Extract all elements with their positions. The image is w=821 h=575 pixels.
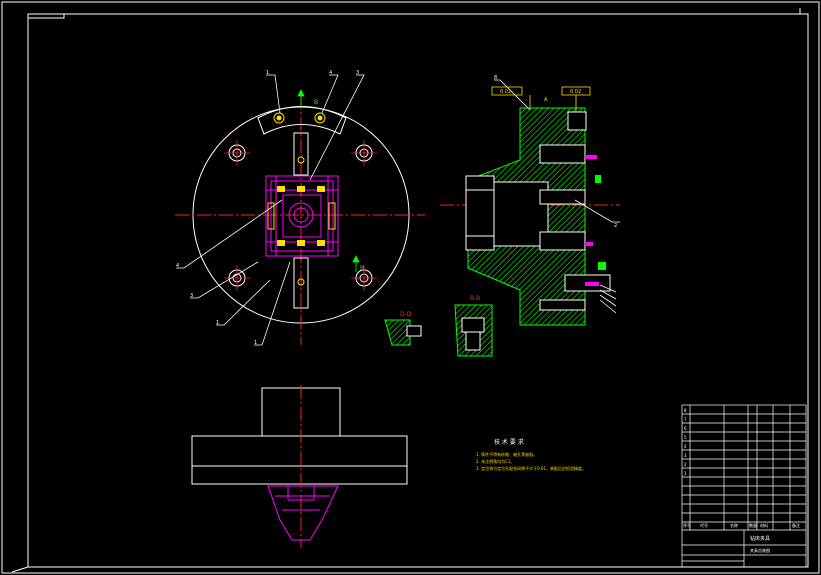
header-seq: 序号 bbox=[683, 522, 691, 528]
section-label: B bbox=[314, 99, 318, 106]
part-row-number: 2 bbox=[684, 462, 687, 467]
part-row-number: 3 bbox=[684, 453, 687, 458]
section-label: B-B bbox=[470, 295, 480, 302]
part-row-number: 5 bbox=[684, 435, 687, 440]
detail-dd: D-D bbox=[384, 311, 422, 346]
header-material: 材料 bbox=[760, 522, 768, 528]
requirement-item: 2. 未注倒角均为C1。 bbox=[476, 458, 514, 464]
leader-label: 4 bbox=[329, 70, 332, 76]
technical-requirements: 技 术 要 求 1. 铸件不得有砂眼、缩孔等缺陷。 2. 未注倒角均为C1。 3… bbox=[476, 438, 586, 471]
header-code: 代号 bbox=[700, 522, 708, 528]
leader-label: 2 bbox=[614, 223, 617, 229]
leader-label: 4 bbox=[176, 263, 179, 269]
leader-label: 1 bbox=[266, 70, 269, 76]
part-row-number: 1 bbox=[684, 471, 687, 476]
drawing-stamp: 夹具总装图 bbox=[750, 547, 770, 553]
front-view bbox=[191, 385, 408, 548]
section-view: 8 2 0.02 0.02 A bbox=[440, 75, 620, 326]
leader-label: 3 bbox=[190, 293, 193, 299]
part-row-number: 4 bbox=[684, 444, 687, 449]
section-label: B bbox=[360, 265, 364, 272]
leader-label: 8 bbox=[494, 75, 497, 81]
leader-label: 3 bbox=[356, 70, 359, 76]
tolerance-value: 0.02 bbox=[500, 89, 511, 95]
header-note: 备注 bbox=[792, 522, 800, 528]
requirement-item: 3. 定位销与定位孔配合间隙不大于0.01，装配后应检验精度。 bbox=[476, 465, 586, 471]
part-row-number: 8 bbox=[684, 408, 687, 413]
part-row-number: 7 bbox=[684, 417, 687, 422]
header-name: 名称 bbox=[730, 522, 738, 528]
tolerance-value: 0.02 bbox=[570, 89, 581, 95]
drawing-name: 钻床夹具 bbox=[750, 535, 770, 542]
plan-view: 1 4 3 4 3 1 1 B B bbox=[175, 70, 425, 346]
header-qty: 数量 bbox=[749, 522, 757, 528]
requirements-title: 技 术 要 求 bbox=[494, 438, 524, 446]
detail-bb: B-B bbox=[454, 295, 493, 357]
datum-label: A bbox=[544, 97, 548, 103]
leader-label: 1 bbox=[216, 320, 219, 326]
title-block bbox=[681, 404, 807, 568]
leader-label: 1 bbox=[254, 340, 257, 346]
section-label: D-D bbox=[400, 311, 412, 318]
part-row-number: 6 bbox=[684, 426, 687, 431]
requirement-item: 1. 铸件不得有砂眼、缩孔等缺陷。 bbox=[476, 451, 537, 457]
